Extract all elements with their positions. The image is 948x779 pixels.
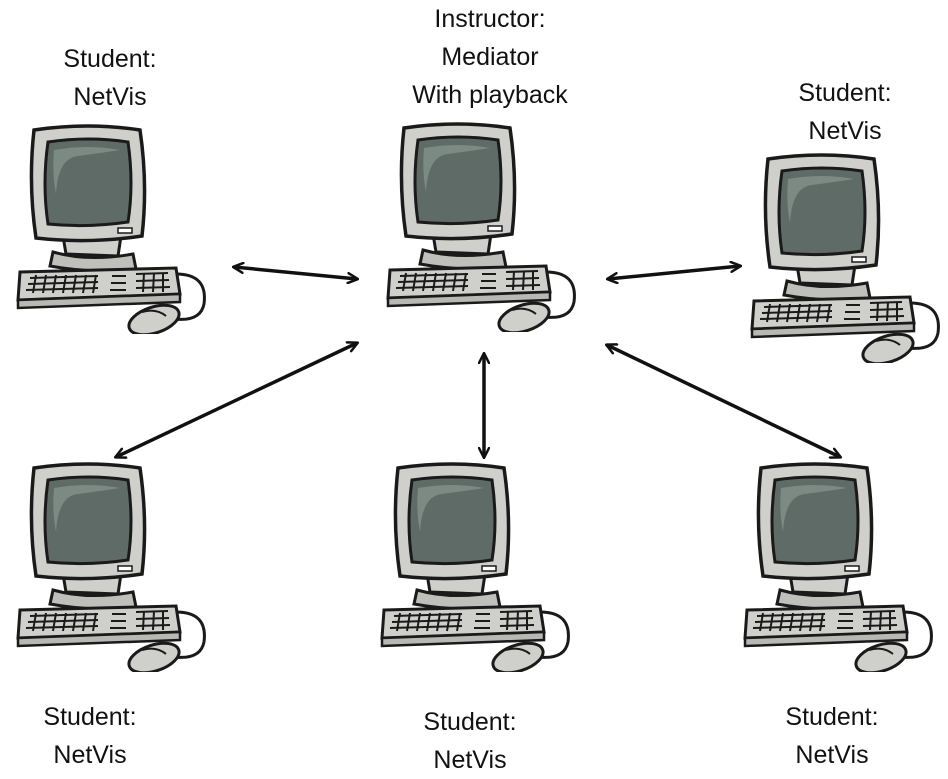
student-computer-top-right [750,153,941,363]
student-computer-bottom-left [16,462,207,672]
student-computer-bottom-center [380,462,571,672]
instructor-label: Instructor: Mediator With playback [412,5,568,109]
student-label-bottom-right: Student: NetVis [785,703,879,769]
arrow-instructor-bottom-left [116,343,357,457]
arrow-instructor-bottom-right [607,345,840,457]
student-computer-top-left [16,124,207,334]
student-computer-bottom-right [743,462,934,672]
arrow-instructor-top-left [234,267,357,279]
student-label-bottom-left: Student: NetVis [43,703,137,769]
arrow-instructor-top-right [608,266,740,279]
student-label-top-left: Student: NetVis [63,45,157,111]
instructor-computer [386,122,577,332]
student-label-top-right: Student: NetVis [798,79,892,145]
student-label-bottom-center: Student: NetVis [423,708,517,774]
